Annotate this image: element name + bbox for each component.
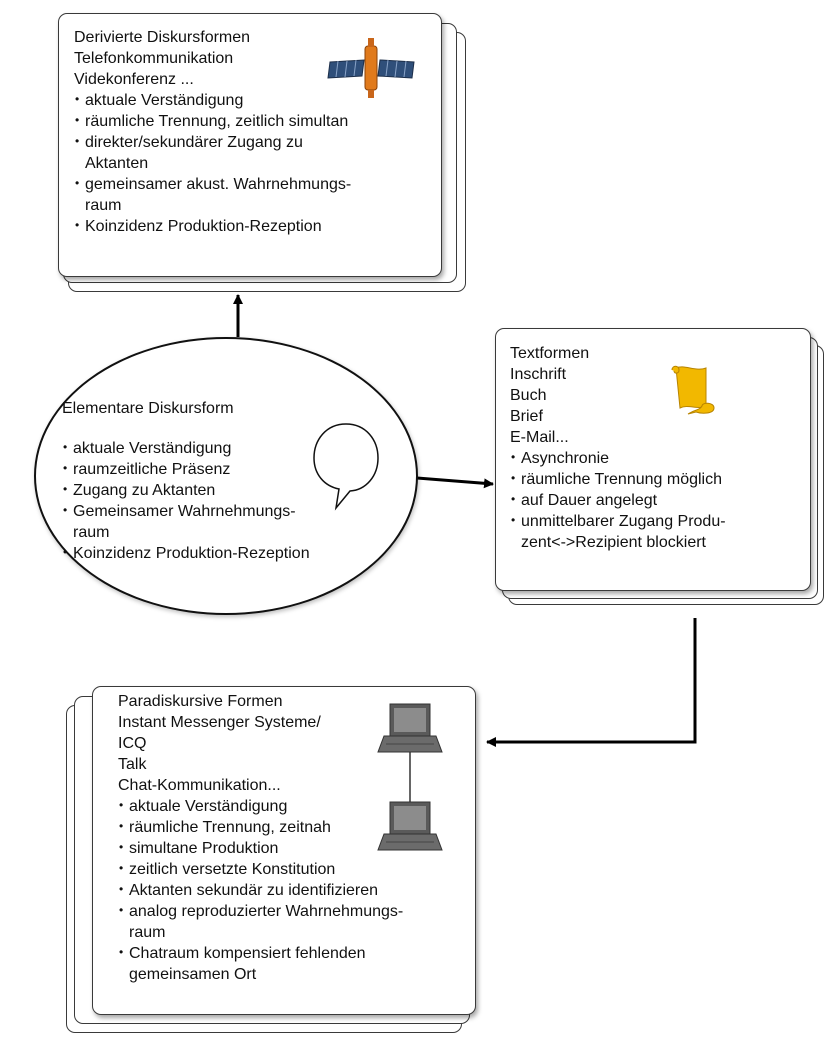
list-item: Asynchronie	[510, 447, 804, 469]
paradiscursive-forms-text: Paradiskursive Formen Instant Messenger …	[118, 691, 468, 985]
satellite-icon	[327, 38, 415, 98]
list-item: analog reproduzierter Wahrnehmungs- raum	[118, 900, 468, 943]
list-item: räumliche Trennung, zeitnah	[118, 816, 468, 838]
paradiscursive-line: ICQ	[118, 735, 147, 752]
networked-computers-icon	[377, 703, 443, 851]
arrow-to-text	[416, 476, 494, 489]
list-item: aktuale Verständigung	[74, 89, 434, 111]
list-item: zeitlich versetzte Konstitution	[118, 858, 468, 880]
list-item: Zugang zu Aktanten	[62, 479, 372, 501]
derived-forms-text: Derivierte Diskursformen Telefonkommunik…	[74, 27, 434, 237]
list-item: aktuale Verständigung	[62, 437, 372, 459]
list-item: Koinzidenz Produktion-Rezeption	[74, 215, 434, 237]
text-line: Brief	[510, 408, 543, 425]
text-heading: Textformen	[510, 345, 590, 362]
list-item: aktuale Verständigung	[118, 795, 468, 817]
derived-heading: Derivierte Diskursformen	[74, 29, 251, 46]
list-item: auf Dauer angelegt	[510, 489, 804, 511]
list-item: räumliche Trennung, zeitlich simultan	[74, 110, 434, 132]
list-item: simultane Produktion	[118, 837, 468, 859]
text-forms-text: Textformen Inschrift Buch Brief E-Mail..…	[510, 343, 804, 553]
arrow-to-paradiscursive	[486, 618, 697, 747]
elementary-form-text: Elementare Diskursform aktuale Verständi…	[62, 398, 372, 564]
scroll-icon	[671, 365, 715, 415]
speech-bubble-icon	[313, 423, 379, 511]
list-item: direkter/sekundärer Zugang zu Aktanten	[74, 131, 434, 174]
list-item: raumzeitliche Präsenz	[62, 458, 372, 480]
text-line: E-Mail...	[510, 429, 569, 446]
paradiscursive-line: Talk	[118, 756, 147, 773]
text-line: Inschrift	[510, 366, 567, 383]
elementary-heading: Elementare Diskursform	[62, 400, 234, 417]
paradiscursive-line: Chat-Kommunikation...	[118, 777, 281, 794]
list-item: Gemeinsamer Wahrnehmungs- raum	[62, 500, 372, 543]
derived-line: Telefonkommunikation	[74, 50, 234, 67]
derived-line: Videkonferenz ...	[74, 71, 194, 88]
list-item: unmittelbarer Zugang Produ- zent<->Rezip…	[510, 510, 804, 553]
text-line: Buch	[510, 387, 547, 404]
list-item: Aktanten sekundär zu identifizieren	[118, 879, 468, 901]
list-item: Chatraum kompensiert fehlenden gemeinsam…	[118, 942, 468, 985]
list-item: gemeinsamer akust. Wahrnehmungs- raum	[74, 173, 434, 216]
list-item: räumliche Trennung möglich	[510, 468, 804, 490]
list-item: Koinzidenz Produktion-Rezeption	[62, 542, 372, 564]
paradiscursive-line: Instant Messenger Systeme/	[118, 714, 321, 731]
paradiscursive-heading: Paradiskursive Formen	[118, 693, 283, 710]
